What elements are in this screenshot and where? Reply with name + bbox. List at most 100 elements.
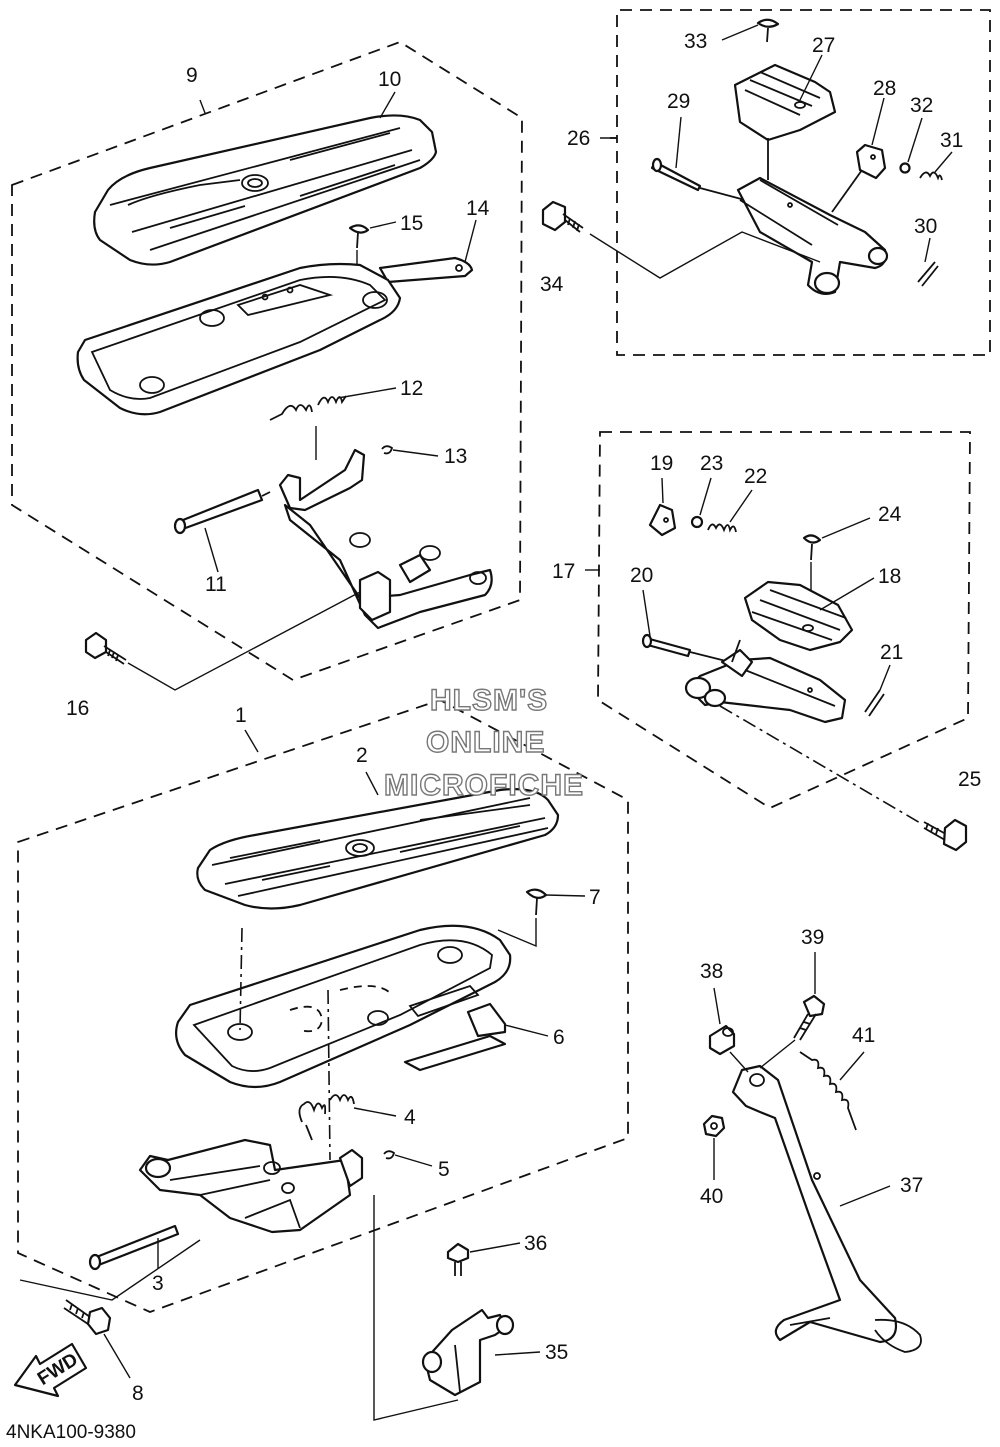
callout-37: 37 (900, 1174, 923, 1197)
assembly-1-bracket (138, 1138, 364, 1234)
part-8-bolt (63, 1299, 112, 1336)
part-18-rubber (743, 580, 854, 652)
leader-24 (821, 517, 871, 539)
part-20-pin (641, 633, 731, 663)
callout-14: 14 (466, 197, 490, 220)
leader-35 (494, 1351, 541, 1356)
callout-33: 33 (684, 30, 707, 53)
callout-9: 9 (186, 64, 198, 87)
callout-38: 38 (700, 960, 723, 983)
leader-7 (545, 894, 586, 897)
part-32-ball (899, 162, 911, 174)
leader-4 (353, 1107, 397, 1117)
part-10-footboard-mat (93, 114, 438, 266)
part-28-cover (855, 143, 887, 180)
callout-40: 40 (700, 1185, 723, 1208)
leader-35-line (373, 1195, 459, 1421)
part-29-pin (650, 157, 746, 201)
callout-29: 29 (667, 90, 690, 113)
callout-3: 3 (152, 1272, 164, 1295)
leader-34-line (589, 231, 821, 279)
leader-5 (394, 1154, 433, 1167)
part-13-clip (381, 445, 394, 455)
leader-29 (675, 116, 682, 169)
watermark-line-3: MICROFICHE (384, 769, 584, 802)
callout-20: 20 (630, 564, 653, 587)
leader-13 (392, 449, 439, 457)
part-34-bolt (541, 200, 584, 233)
assembly-1-axis-b (327, 989, 331, 1161)
assembly-1-footboard-frame (175, 924, 512, 1089)
watermark-line-1: HLSM'S (430, 684, 548, 717)
callout-41: 41 (852, 1024, 875, 1047)
leader-27 (799, 54, 823, 101)
part-21-cotter-pin (864, 689, 885, 717)
part-30-cotter-pin (917, 261, 939, 287)
assembly-17-border (597, 431, 971, 810)
part-19-cover (648, 503, 677, 537)
leader-8 (103, 1333, 131, 1379)
callout-19: 19 (650, 452, 673, 475)
callout-30: 30 (914, 215, 937, 238)
leader-28 (871, 97, 885, 146)
callout-11: 11 (205, 573, 227, 596)
callout-32: 32 (910, 94, 933, 117)
leader-23 (699, 477, 712, 516)
callout-23: 23 (700, 452, 723, 475)
leader-19 (661, 477, 664, 504)
assembly-9-footboard-frame (76, 262, 402, 416)
callout-7: 7 (589, 886, 601, 909)
leader-38-line (729, 1051, 749, 1073)
leader-12 (337, 387, 397, 399)
leader-1 (244, 729, 259, 753)
callout-13: 13 (444, 445, 467, 468)
leader-15 (369, 221, 397, 229)
part-24-screw (802, 534, 822, 590)
assembly-26-peg-body (736, 169, 889, 295)
callout-2: 2 (356, 744, 368, 767)
leader-6 (504, 1024, 549, 1037)
assembly-9-border (11, 41, 523, 681)
part-6-plate (403, 1002, 507, 1072)
part-4-springs (298, 1094, 355, 1141)
part-12-springs (269, 395, 347, 460)
part-41-spring (799, 1051, 857, 1131)
leader-39-line (759, 1039, 796, 1069)
leader-30 (924, 237, 931, 263)
leader-37 (839, 1185, 891, 1207)
assembly-17-peg-body (684, 639, 847, 724)
callout-22: 22 (744, 465, 767, 488)
callout-35: 35 (545, 1341, 568, 1364)
leader-11 (204, 527, 219, 573)
part-11-pin (173, 488, 271, 535)
part-35-pivot-arm (421, 1308, 515, 1397)
part-37-sidestand (731, 1064, 922, 1353)
leader-20 (642, 589, 651, 637)
callout-26: 26 (567, 127, 590, 150)
leader-41 (839, 1051, 865, 1081)
callout-6: 6 (553, 1026, 565, 1049)
callout-25: 25 (958, 768, 981, 791)
fwd-arrow-icon: FWD (13, 1342, 88, 1398)
leader-33 (721, 24, 759, 41)
part-14-bracket (378, 256, 474, 284)
callout-15: 15 (400, 212, 423, 235)
leader-8-line (19, 1239, 201, 1301)
assembly-1-axis-a (239, 927, 243, 1031)
leader-25-axis (719, 705, 923, 825)
leader-32 (907, 117, 923, 163)
callout-18: 18 (878, 565, 901, 588)
part-16-bolt (84, 631, 127, 665)
callout-12: 12 (400, 377, 423, 400)
assembly-9-bracket (278, 448, 493, 630)
part-7-screw (525, 888, 548, 916)
callout-36: 36 (524, 1232, 547, 1255)
assembly-1-border (17, 699, 629, 1313)
part-38-bushing (708, 1024, 736, 1056)
part-40-nut (702, 1114, 726, 1138)
part-39-bolt (793, 994, 826, 1041)
part-31-spring (919, 171, 943, 181)
part-5-clip (383, 1150, 396, 1160)
callout-27: 27 (812, 34, 835, 57)
